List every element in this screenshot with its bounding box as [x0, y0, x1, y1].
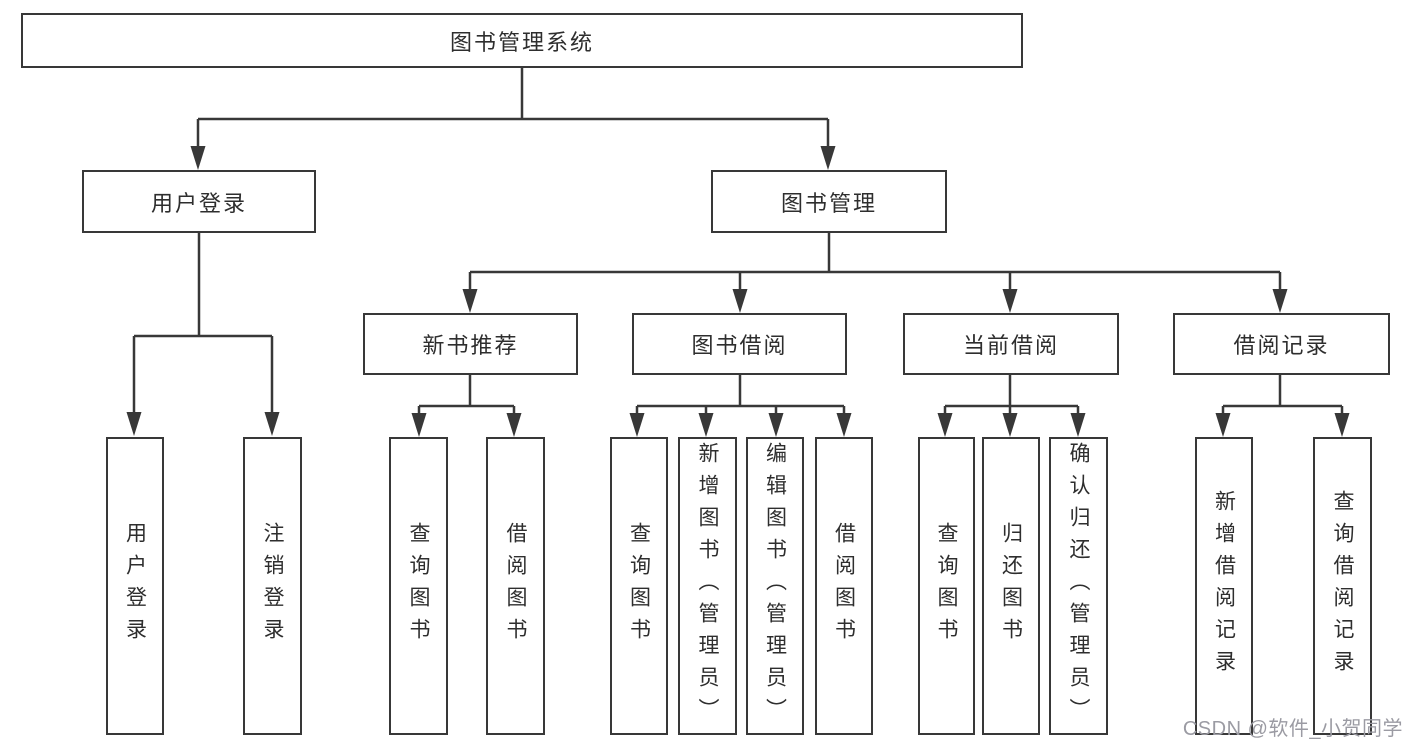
leaf-user-login: 用户登录 [106, 437, 164, 735]
leaf-newbook-query-books: 查询图书 [389, 437, 448, 735]
node-new-book-recommend: 新书推荐 [363, 313, 578, 375]
leaf-borrow-query-books: 查询图书 [610, 437, 668, 735]
leaf-confirm-return-admin: 确认归还（管理员） [1049, 437, 1108, 735]
node-current-borrowing: 当前借阅 [903, 313, 1119, 375]
leaf-current-query-books: 查询图书 [918, 437, 975, 735]
leaf-return-books: 归还图书 [982, 437, 1040, 735]
node-borrowing-records: 借阅记录 [1173, 313, 1390, 375]
node-library-management-system: 图书管理系统 [21, 13, 1023, 68]
leaf-add-borrow-record: 新增借阅记录 [1195, 437, 1253, 735]
leaf-borrow-books: 借阅图书 [815, 437, 873, 735]
node-user-login: 用户登录 [82, 170, 316, 233]
leaf-add-books-admin: 新增图书（管理员） [678, 437, 737, 735]
leaf-edit-books-admin: 编辑图书（管理员） [746, 437, 804, 735]
leaf-logout: 注销登录 [243, 437, 302, 735]
node-book-borrowing: 图书借阅 [632, 313, 847, 375]
leaf-newbook-borrow-books: 借阅图书 [486, 437, 545, 735]
node-book-management: 图书管理 [711, 170, 947, 233]
arrowhead-group [126, 146, 1350, 437]
csdn-watermark: CSDN @软件_小贺同学 [1182, 718, 1403, 740]
leaf-query-borrow-record: 查询借阅记录 [1313, 437, 1372, 735]
